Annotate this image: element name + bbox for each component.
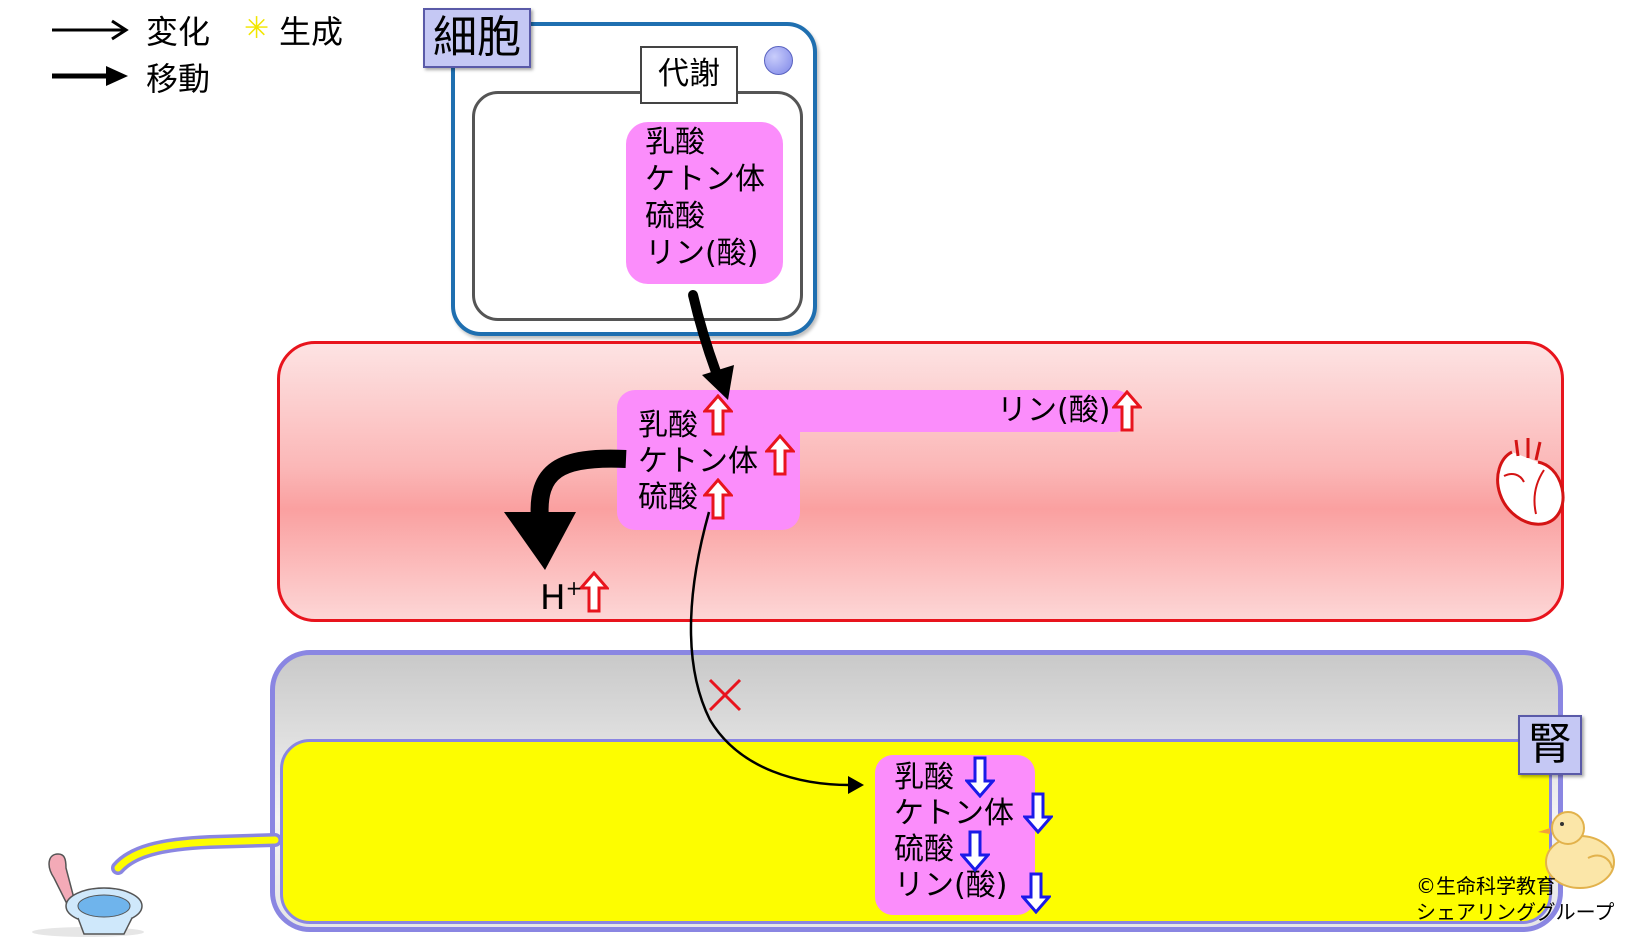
blood-to-kidney-arrowhead [848,776,864,794]
kidney-substance-sulfate: 硫酸 [894,832,954,867]
cell-nucleus-dot [764,46,793,75]
legend-move-label: 移動 [146,60,211,98]
acid-to-hydrogen-arrow [530,449,627,521]
copyright-line-2: シェアリンググループ [1416,900,1615,924]
kidney-substance-box [875,755,1035,915]
cell-substance-lactate: 乳酸 [645,125,705,160]
blood-to-kidney-arrow [689,511,851,787]
legend-change-arrow-icon [52,19,129,41]
legend-generate-label: 生成 [279,13,344,51]
generate-star-icon: ✳ [244,11,270,46]
metabolism-label: 代謝 [640,46,738,104]
cell-to-blood-arrow [688,290,721,377]
toilet-icon [32,853,144,937]
hydrogen-charge: + [565,576,583,600]
blood-substance-ketone: ケトン体 [638,444,758,479]
blood-phosphate-band [760,390,1130,432]
hydrogen-symbol: H [540,578,566,618]
cell-substance-phosphate: リン(酸) [645,236,759,271]
down-arrow-icon [1023,792,1053,834]
kidney-title: 腎 [1518,715,1582,775]
legend-change-label: 変化 [146,13,211,51]
chick-sketch-icon [1538,811,1615,889]
blocked-cross-icon [708,678,742,712]
legend-move-arrow-icon [52,66,128,86]
blood-substance-sulfate: 硫酸 [638,480,698,515]
cell-substance-ketone: ケトン体 [645,162,765,197]
blood-substance-lactate: 乳酸 [638,408,698,443]
cell-substance-sulfate: 硫酸 [645,199,705,234]
up-arrow-icon [579,571,609,613]
cell-to-blood-arrowhead [702,365,734,400]
kidney-substance-lactate: 乳酸 [894,760,954,795]
kidney-substance-ketone: ケトン体 [894,796,1014,831]
hydrogen-ion-label: H+ [540,578,582,615]
up-arrow-icon [703,478,733,520]
blood-substance-phosphate: リン(酸) [997,393,1111,428]
copyright-line-1: ©生命科学教育 [1416,874,1556,898]
blood-vessel [277,341,1564,622]
cell-title: 細胞 [423,8,531,68]
down-arrow-icon [965,756,995,798]
down-arrow-icon [960,830,990,872]
cell-substance-box [626,122,783,284]
acid-to-hydrogen-arrowhead [504,512,576,570]
kidney-substance-phosphate: リン(酸) [894,868,1008,903]
up-arrow-icon [703,394,733,436]
up-arrow-icon [1112,390,1142,432]
heart-icon [1496,438,1565,526]
up-arrow-icon [765,434,795,476]
down-arrow-icon [1021,872,1051,914]
